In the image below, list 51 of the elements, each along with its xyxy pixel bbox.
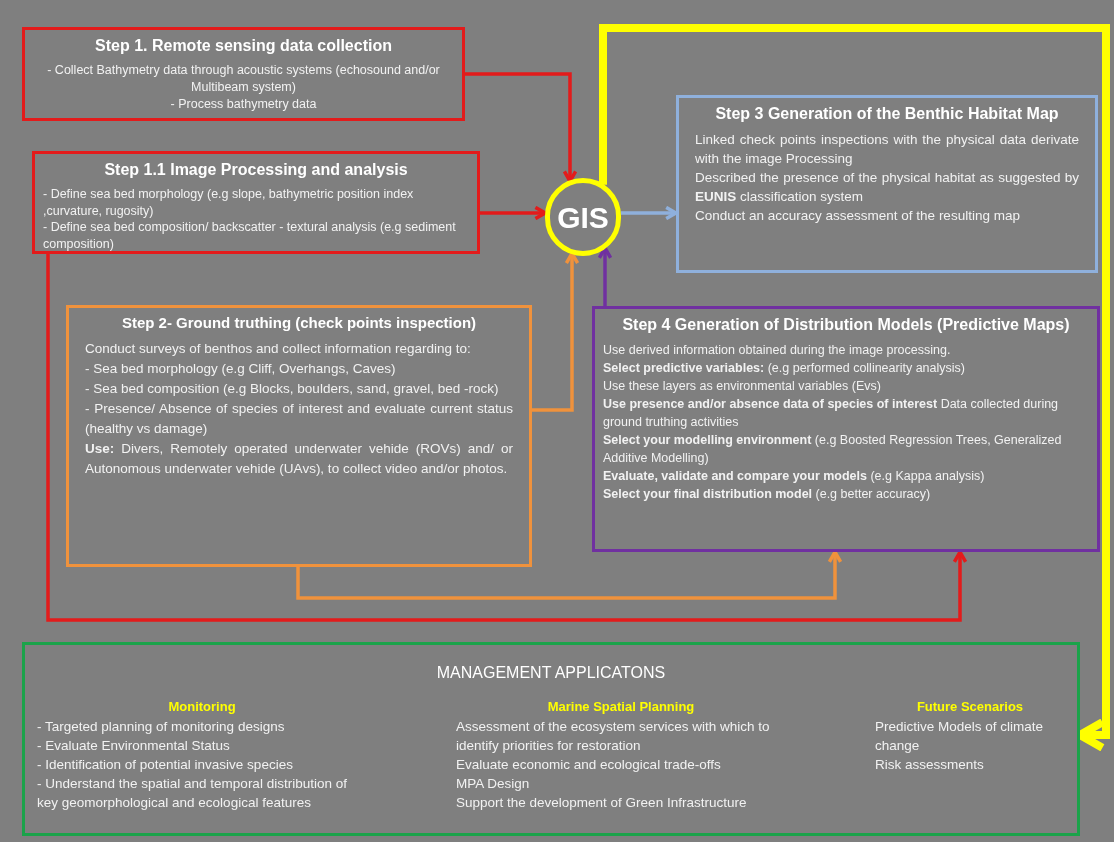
bullet-text: Conduct surveys of benthos and collect information regarding to:: [84, 339, 472, 358]
bullet-text: - Process bathymetry data: [169, 96, 318, 113]
bullet-text: Use these layers as environmental variables (Evs): [603, 378, 882, 395]
process-box: [22, 27, 465, 121]
bullet-text: Assessment of the ecosystem services with which to identify priorities for restoration: [456, 717, 771, 755]
column-heading: Marine Spatial Planning: [546, 698, 696, 716]
bullet-text: - Define sea bed morphology (e.g slope, bathymetric position index ,curvature, rugosity): [43, 186, 415, 219]
step-title: Step 1.1 Image Processing and analysis: [103, 160, 409, 180]
process-box: [32, 151, 480, 254]
bullet-text: Conduct an accuracy assessment of the resulting map: [694, 207, 1021, 225]
bullet-text: - Understand the spatial and temporal distribution of key geomorphological and ecological features: [37, 774, 348, 812]
section-title: MANAGEMENT APPLICATONS: [435, 663, 667, 683]
bullet-text: MPA Design: [456, 774, 531, 793]
step-title: Step 2- Ground truthing (check points inspection): [120, 313, 478, 333]
process-box: [592, 306, 1100, 552]
bullet-text: Evaluate economic and ecological trade-offs: [456, 755, 722, 774]
bullet-text: Linked check points inspections with the physical data derivate with the image Processing: [694, 131, 1080, 168]
bullet-text: Evaluate, validate and compare your models (e.g Kappa analysis): [603, 468, 986, 485]
arrow: [599, 24, 1110, 752]
bullet-text: - Presence/ Absence of species of interest and evaluate current status (healthy vs damage): [84, 399, 514, 438]
arrow: [597, 246, 613, 306]
process-box: [676, 95, 1098, 273]
bullet-text: - Collect Bathymetry data through acoustic systems (echosound and/or Multibeam system): [46, 62, 441, 96]
bullet-text: - Sea bed composition (e.g Blocks, boulders, sand, gravel, bed -rock): [84, 379, 500, 398]
bullet-text: Select your modelling environment (e.g Boosted Regression Trees, Generalized Additive Modelling): [603, 432, 1063, 467]
bullet-text: - Targeted planning of monitoring designs: [37, 717, 286, 736]
bullet-text: Use presence and/or absence data of species of interest Data collected during ground truthing activities: [603, 396, 1060, 431]
step-title: Step 1. Remote sensing data collection: [94, 36, 393, 56]
process-box: [66, 305, 532, 567]
bullet-text: - Sea bed morphology (e.g Cliff, Overhangs, Caves): [84, 359, 397, 378]
arrow: [480, 205, 547, 221]
bullet-text: Select your final distribution model (e.g better accuracy): [603, 486, 932, 503]
bullet-text: Described the presence of the physical habitat as suggested by EUNIS classification system: [694, 169, 1080, 206]
bullet-text: Risk assessments: [875, 755, 985, 774]
bullet-text: - Evaluate Environmental Status: [37, 736, 231, 755]
bullet-text: Predictive Models of climate change: [875, 717, 1045, 755]
bullet-text: - Define sea bed composition/ backscatter - textural analysis (e.g sediment composition): [43, 219, 457, 252]
arrow: [620, 205, 678, 221]
bullet-text: Use derived information obtained during the image processing.: [603, 342, 952, 359]
node-label: GIS: [557, 199, 609, 236]
step-title: Step 4 Generation of Distribution Models (Predictive Maps): [621, 315, 1071, 335]
bullet-text: Support the development of Green Infrastructure: [456, 793, 748, 812]
bullet-text: - Identification of potential invasive species: [37, 755, 294, 774]
bullet-text: Select predictive variables: (e.g performed collinearity analysis): [603, 360, 966, 377]
column-heading: Future Scenarios: [915, 698, 1025, 716]
column-heading: Monitoring: [167, 698, 237, 716]
process-box: [22, 642, 1080, 836]
arrow: [296, 550, 843, 600]
arrow: [46, 254, 968, 622]
step-title: Step 3 Generation of the Benthic Habitat Map: [714, 104, 1060, 124]
bullet-text: Use: Divers, Remotely operated underwater vehide (ROVs) and/ or Autonomous underwater vehide (UAvs), to collect video and/or photos.: [84, 439, 514, 478]
